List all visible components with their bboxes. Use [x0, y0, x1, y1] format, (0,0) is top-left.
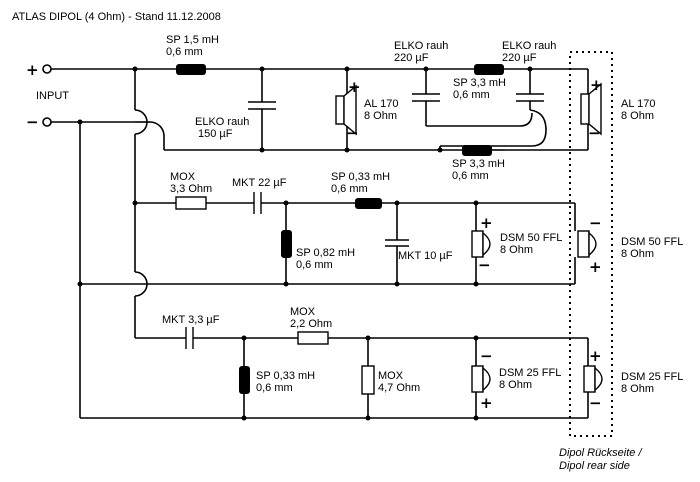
mox1-value: 3,3 Ohm [170, 183, 212, 195]
speaker-al170-rear-magnet [580, 93, 590, 125]
elko2-name: ELKO rauh [394, 40, 448, 52]
mox2-name: MOX [290, 306, 316, 318]
speaker-dsm50-rear-body [577, 230, 590, 258]
speaker-dsm25-rear-dome [594, 366, 603, 392]
al170-rear-value: 8 Ohm [621, 110, 654, 122]
inductor-sp-0-33mh-mid [355, 198, 382, 209]
dsm50-front-name: DSM 50 FFL [500, 232, 562, 244]
input-terminals: + − INPUT [26, 61, 69, 131]
speaker-dsm25-front-body [471, 365, 484, 393]
elko1-name: ELKO rauh [195, 116, 249, 128]
inductor-sp-3-3mh-upper [474, 64, 504, 75]
elko1-value: 150 µF [198, 128, 233, 140]
al170-front-value: 8 Ohm [364, 110, 397, 122]
sp2-name: SP 3,3 mH [453, 77, 506, 89]
sp3-value: 0,6 mm [452, 170, 489, 182]
mkt33-name: MKT 3,3 µF [162, 314, 220, 326]
sp1-name: SP 1,5 mH [166, 34, 219, 46]
woofer-section: SP 1,5 mH 0,6 mm ELKO rauh 150 µF + − AL… [164, 34, 655, 182]
mkt22-name: MKT 22 µF [232, 177, 287, 189]
dsm25-rear-name: DSM 25 FFL [621, 371, 683, 383]
mox1-name: MOX [170, 171, 196, 183]
input-label: INPUT [36, 90, 69, 102]
dsm25-front-value: 8 Ohm [499, 379, 532, 391]
input-minus-sign: − [26, 113, 39, 131]
speaker-dsm25-rear-body [583, 365, 596, 393]
inductor-sp-3-3mh-lower [462, 145, 492, 156]
sp2-value: 0,6 mm [453, 89, 490, 101]
speaker-dsm50-front-body [471, 230, 484, 258]
resistor-mox-4-7-ohm [361, 365, 375, 395]
dsm25-front-minus: − [480, 347, 493, 365]
rear-caption-line1: Dipol Rückseite / [559, 447, 642, 459]
speaker-al170-front-magnet [335, 95, 345, 125]
mox3-name: MOX [378, 370, 404, 382]
elko3-name: ELKO rauh [502, 40, 556, 52]
sp033a-value: 0,6 mm [331, 183, 368, 195]
al170-rear-minus: − [588, 124, 601, 142]
inductor-sp-0-82mh [281, 230, 292, 258]
speaker-al170-rear-cone [588, 82, 602, 136]
schematic-title: ATLAS DIPOL (4 Ohm) - Stand 11.12.2008 [12, 11, 221, 23]
dsm50-rear-minus: − [589, 214, 602, 232]
sp082-name: SP 0,82 mH [296, 247, 355, 259]
inductor-sp-1-5mh [176, 64, 206, 75]
dsm50-front-minus: − [478, 256, 491, 274]
al170-rear-name: AL 170 [621, 98, 655, 110]
dsm50-rear-name: DSM 50 FFL [621, 236, 683, 248]
sp082-value: 0,6 mm [296, 259, 333, 271]
midrange-section: MOX 3,3 Ohm MKT 22 µF SP 0,82 mH 0,6 mm … [80, 171, 683, 285]
inductor-sp-0-33mh-tweeter [239, 366, 250, 394]
mkt10-name: MKT 10 µF [398, 250, 453, 262]
bus-wires [51, 68, 588, 418]
rear-caption-line2: Dipol rear side [559, 460, 630, 472]
dsm50-front-plus: + [480, 214, 493, 232]
sp033a-name: SP 0,33 mH [331, 171, 390, 183]
elko3-value: 220 µF [502, 52, 537, 64]
dsm50-front-value: 8 Ohm [500, 244, 533, 256]
input-minus-terminal [42, 117, 52, 127]
tweeter-section: MKT 3,3 µF MOX 2,2 Ohm SP 0,33 mH 0,6 mm… [80, 306, 683, 419]
speaker-al170-front-cone [343, 84, 357, 136]
junction-dots [77, 66, 533, 421]
speaker-dsm25-front-dome [482, 366, 491, 392]
resistor-mox-2-2-ohm [297, 331, 329, 345]
dsm25-front-name: DSM 25 FFL [499, 367, 561, 379]
dsm25-front-plus: + [480, 394, 493, 412]
dsm25-rear-minus: − [589, 394, 602, 412]
al170-front-plus: + [348, 78, 361, 96]
al170-rear-plus: + [590, 76, 603, 94]
mox3-value: 4,7 Ohm [378, 382, 420, 394]
sp033b-name: SP 0,33 mH [256, 370, 315, 382]
input-plus-terminal [42, 64, 52, 74]
input-plus-sign: + [26, 61, 39, 79]
dsm25-rear-value: 8 Ohm [621, 383, 654, 395]
resistor-mox-3-3-ohm [175, 196, 207, 210]
sp033b-value: 0,6 mm [256, 382, 293, 394]
dsm50-rear-value: 8 Ohm [621, 248, 654, 260]
sp1-value: 0,6 mm [166, 46, 203, 58]
dsm25-rear-plus: + [589, 347, 602, 365]
speaker-dsm50-front-dome [482, 231, 491, 257]
speaker-dsm50-rear-dome [588, 231, 597, 257]
elko2-value: 220 µF [394, 52, 429, 64]
mox2-value: 2,2 Ohm [290, 318, 332, 330]
al170-front-name: AL 170 [364, 98, 398, 110]
al170-front-minus: − [346, 124, 359, 142]
dsm50-rear-plus: + [589, 258, 602, 276]
sp3-name: SP 3,3 mH [452, 158, 505, 170]
rear-side-dotted-frame [569, 51, 613, 437]
